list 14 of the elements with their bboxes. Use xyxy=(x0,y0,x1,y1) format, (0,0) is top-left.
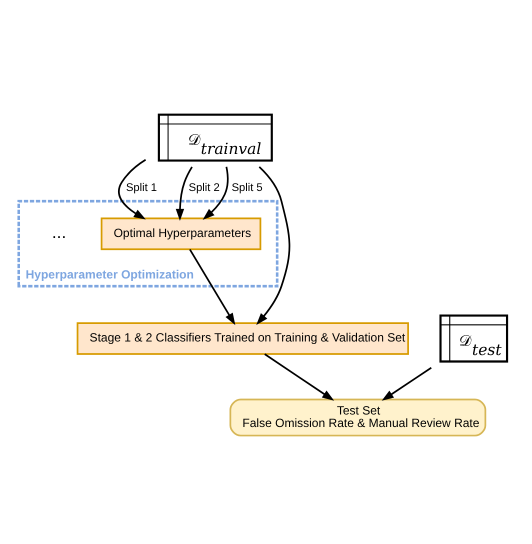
arrow xyxy=(118,159,146,220)
arrow xyxy=(264,353,334,401)
edge-label: Split 5 xyxy=(232,182,263,194)
label: ... xyxy=(52,222,66,242)
arrow xyxy=(202,166,229,220)
edge-label: Split 2 xyxy=(188,182,220,194)
arrow xyxy=(189,248,236,326)
arrow xyxy=(176,166,193,221)
arrow xyxy=(382,367,432,401)
node-box: Test Set False Omission Rate & Manual Review Rate xyxy=(230,398,486,436)
edge-label: Split 1 xyxy=(126,182,158,194)
node-box: Optimal Hyperparameters xyxy=(100,217,262,250)
arrow xyxy=(256,166,290,325)
node-box: Stage 1 & 2 Classifiers Trained on Training & Validation Set xyxy=(76,322,409,355)
